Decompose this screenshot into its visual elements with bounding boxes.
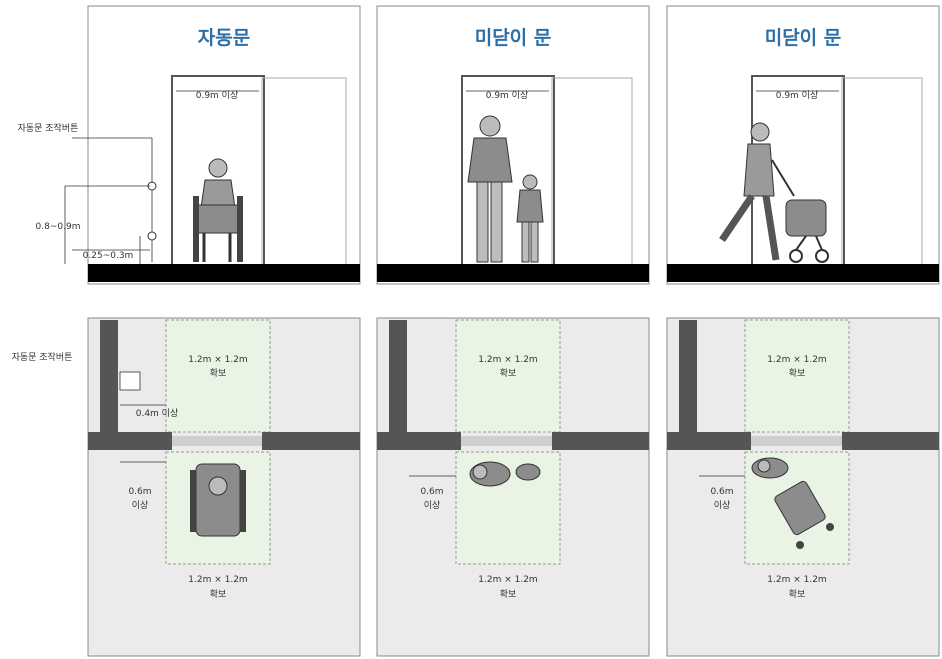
clear-zone-top [165,319,271,433]
elevation-panel-sliding-1: 미닫이 문 0.9m 이상 [376,5,650,285]
woman-with-stroller-icon [719,122,829,263]
side-label: 0.6m [128,487,151,497]
wall [389,320,407,432]
elevation-title: 자동문 [198,27,250,49]
wall [262,432,360,450]
side-label: 0.6m [710,487,733,497]
plan-panel-sliding-1: 1.2m × 1.2m 확보 0.6m 이상 1.2m × 1.2m 확보 [376,317,650,657]
plan-panel-automatic: 1.2m × 1.2m 확보 0.4m 이상 0.6m 이상 1.2m × 1.… [87,317,361,657]
wall [100,320,118,432]
wall [842,432,939,450]
plan-panel-sliding-2: 1.2m × 1.2m 확보 0.6m 이상 1.2m × 1.2m 확보 [666,317,940,657]
bottom-zone-sub: 확보 [210,588,227,600]
top-zone-sub: 확보 [789,367,806,379]
elevation-title: 미닫이 문 [765,27,842,49]
floor [88,264,360,282]
top-zone-label: 1.2m × 1.2m [188,355,247,365]
door-width-label: 0.9m 이상 [196,90,239,101]
bottom-zone-sub: 확보 [500,588,517,600]
top-zone-label: 1.2m × 1.2m [478,355,537,365]
top-zone-sub: 확보 [500,367,517,379]
top-zone-label: 1.2m × 1.2m [767,355,826,365]
button-height-label: 0.8~0.9m [36,222,81,232]
button-clearance-label: 0.4m 이상 [136,408,179,419]
wheelchair-user-plan-icon [190,463,246,537]
wall [679,320,697,432]
bottom-zone-label: 1.2m × 1.2m [188,575,247,585]
side-sub: 이상 [132,500,149,511]
wheelchair-user-icon [193,158,243,262]
wall [552,432,649,450]
control-button-icon [119,371,141,391]
door-width-label: 0.9m 이상 [776,90,819,101]
elevation-panel-automatic: 자동문 0.9m 이상 0.8~0.9m 0.25~0.3m [36,5,361,285]
button-offset-label: 0.25~0.3m [83,251,134,261]
top-zone-sub: 확보 [210,367,227,379]
floor [377,264,649,282]
floor [667,264,939,282]
side-label: 0.6m [420,487,443,497]
bottom-zone-label: 1.2m × 1.2m [478,575,537,585]
bottom-zone-label: 1.2m × 1.2m [767,575,826,585]
clear-zone-top [455,319,561,433]
bottom-zone-sub: 확보 [789,588,806,600]
door-opening [461,436,552,446]
man-and-child-icon [467,115,544,263]
clear-zone-top [744,319,850,433]
elevation-panel-sliding-2: 미닫이 문 0.9m 이상 [666,5,940,285]
elevation-title: 미닫이 문 [475,27,552,49]
wall [667,432,751,450]
man-and-child-plan-icon [469,461,541,487]
side-sub: 이상 [424,500,441,511]
wall [88,432,172,450]
woman-with-stroller-plan-icon [751,457,834,549]
door-opening [172,436,262,446]
side-sub: 이상 [714,500,731,511]
wall [377,432,461,450]
door-opening [751,436,842,446]
control-button-icon [147,231,157,241]
control-button-label: 자동문 조작버튼 [18,123,79,134]
door-width-label: 0.9m 이상 [486,90,529,101]
plan-control-button-label: 자동문 조작버튼 [12,352,73,363]
